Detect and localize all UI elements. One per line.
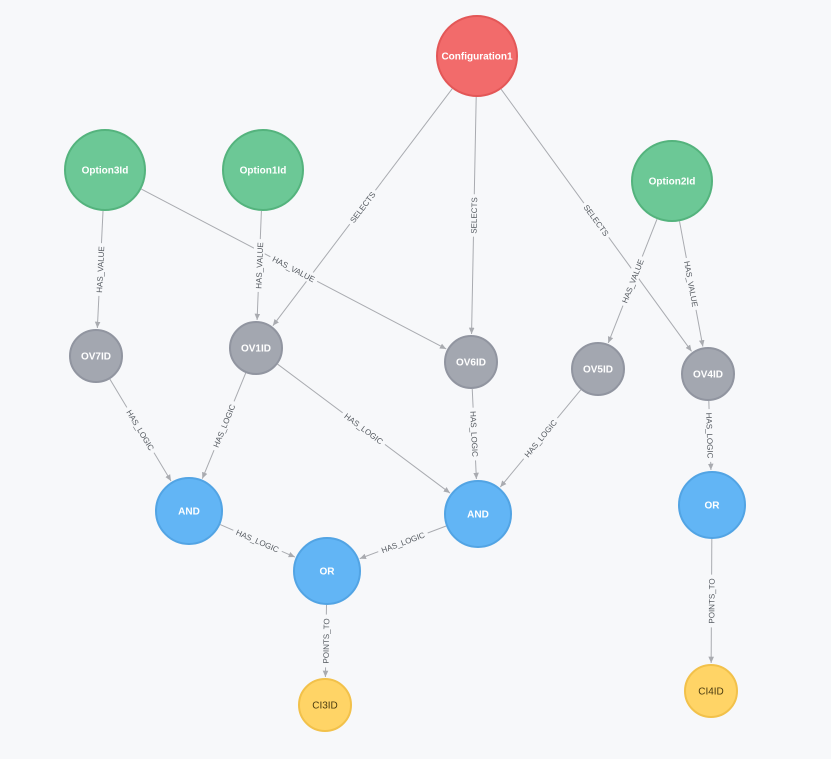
node-label: CI3ID [312, 701, 338, 712]
node-circle[interactable] [678, 471, 746, 539]
edge-label-background [467, 194, 480, 237]
edge-label-background [519, 414, 562, 462]
node-or2[interactable]: OR [678, 471, 746, 539]
node-circle[interactable] [436, 15, 518, 97]
node-circle[interactable] [293, 537, 361, 605]
edge-label-background [252, 238, 266, 293]
edge-configuration1-to-ov1id[interactable]: SELECTS [272, 88, 453, 326]
node-label: OV4ID [693, 370, 723, 381]
node-label: OV1ID [241, 344, 271, 355]
edge-label: HAS_LOGIC [124, 408, 155, 452]
node-circle[interactable] [64, 129, 146, 211]
edge-label-background [231, 524, 285, 556]
node-circle[interactable] [631, 140, 713, 222]
node-and2[interactable]: AND [444, 480, 512, 548]
node-label: AND [467, 510, 489, 521]
edge-ov1id-to-and2[interactable]: HAS_LOGIC [277, 363, 451, 494]
edge-label-background [617, 254, 647, 308]
edge-label-background [319, 614, 332, 668]
edge-option3id-to-ov6id[interactable]: HAS_VALUE [141, 188, 447, 350]
node-ov4id[interactable]: OV4ID [681, 347, 735, 401]
edge-option2id-to-ov4id[interactable]: HAS_VALUE [679, 221, 705, 347]
node-label: OR [705, 501, 721, 512]
edge-or2-to-ci4id[interactable]: POINTS_TO [705, 538, 717, 664]
node-option1id[interactable]: Option1Id [222, 129, 304, 211]
node-option2id[interactable]: Option2Id [631, 140, 713, 222]
edge-label-background [579, 199, 614, 241]
node-ov6id[interactable]: OV6ID [444, 335, 498, 389]
edge-ov7id-to-and1[interactable]: HAS_LOGIC [109, 378, 172, 482]
edge-label-background [268, 251, 320, 286]
node-circle[interactable] [571, 342, 625, 396]
edge-label-background [122, 404, 160, 456]
edge-ov5id-to-and2[interactable]: HAS_LOGIC [499, 389, 582, 488]
node-or1[interactable]: OR [293, 537, 361, 605]
node-label: OV5ID [583, 365, 613, 376]
node-ov7id[interactable]: OV7ID [69, 329, 123, 383]
edge-label-background [208, 399, 239, 453]
edge-option2id-to-ov5id[interactable]: HAS_VALUE [607, 218, 658, 344]
edge-label: HAS_LOGIC [704, 412, 714, 458]
node-circle[interactable] [444, 480, 512, 548]
edge-label: SELECTS [582, 203, 611, 238]
edge-label: HAS_VALUE [95, 246, 106, 293]
edge-ov4id-to-or2[interactable]: HAS_LOGIC [704, 400, 717, 471]
edge-label-background [705, 574, 717, 628]
node-circle[interactable] [681, 347, 735, 401]
node-label: Option3Id [82, 166, 129, 177]
edge-ov6id-to-and2[interactable]: HAS_LOGIC [468, 388, 482, 480]
edge-label: HAS_LOGIC [342, 412, 384, 447]
edge-label: HAS_VALUE [271, 255, 316, 285]
node-circle[interactable] [222, 129, 304, 211]
node-ov5id[interactable]: OV5ID [571, 342, 625, 396]
edge-option3id-to-ov7id[interactable]: HAS_VALUE [92, 210, 107, 329]
edge-label-background [344, 186, 380, 228]
edge-label-background [92, 242, 107, 297]
node-option3id[interactable]: Option3Id [64, 129, 146, 211]
node-label: OR [320, 567, 336, 578]
edge-label: SELECTS [348, 190, 377, 225]
edge-label: SELECTS [470, 197, 480, 234]
edge-label-background [681, 256, 702, 311]
node-label: Configuration1 [441, 52, 513, 63]
node-label: Option1Id [240, 166, 287, 177]
edge-label: HAS_VALUE [254, 242, 265, 289]
edge-label-background [468, 407, 482, 461]
node-circle[interactable] [155, 477, 223, 545]
node-circle[interactable] [684, 664, 738, 718]
node-label: OV7ID [81, 352, 111, 363]
node-ci4id[interactable]: CI4ID [684, 664, 738, 718]
edge-or1-to-ci3id[interactable]: POINTS_TO [319, 604, 332, 678]
node-ov1id[interactable]: OV1ID [229, 321, 283, 375]
edge-option1id-to-ov1id[interactable]: HAS_VALUE [252, 210, 266, 321]
node-label: OV6ID [456, 358, 486, 369]
edge-and1-to-or1[interactable]: HAS_LOGIC [219, 524, 296, 558]
edge-label: HAS_LOGIC [523, 418, 559, 459]
edge-label: POINTS_TO [707, 578, 716, 623]
node-label: Option2Id [649, 177, 696, 188]
node-ci3id[interactable]: CI3ID [298, 678, 352, 732]
node-and1[interactable]: AND [155, 477, 223, 545]
node-configuration1[interactable]: Configuration1 [436, 15, 518, 97]
edge-label: POINTS_TO [322, 618, 332, 663]
edge-label-background [704, 408, 717, 463]
node-circle[interactable] [229, 321, 283, 375]
edge-label: HAS_LOGIC [468, 411, 479, 457]
node-circle[interactable] [444, 335, 498, 389]
edge-and2-to-or1[interactable]: HAS_LOGIC [359, 525, 447, 560]
edge-ov1id-to-and1[interactable]: HAS_LOGIC [201, 372, 247, 479]
node-label: CI4ID [698, 687, 724, 698]
node-circle[interactable] [69, 329, 123, 383]
edge-label-background [339, 407, 389, 449]
edge-configuration1-to-ov6id[interactable]: SELECTS [467, 96, 480, 335]
node-label: AND [178, 507, 200, 518]
node-circle[interactable] [298, 678, 352, 732]
edge-label-background [376, 527, 430, 557]
